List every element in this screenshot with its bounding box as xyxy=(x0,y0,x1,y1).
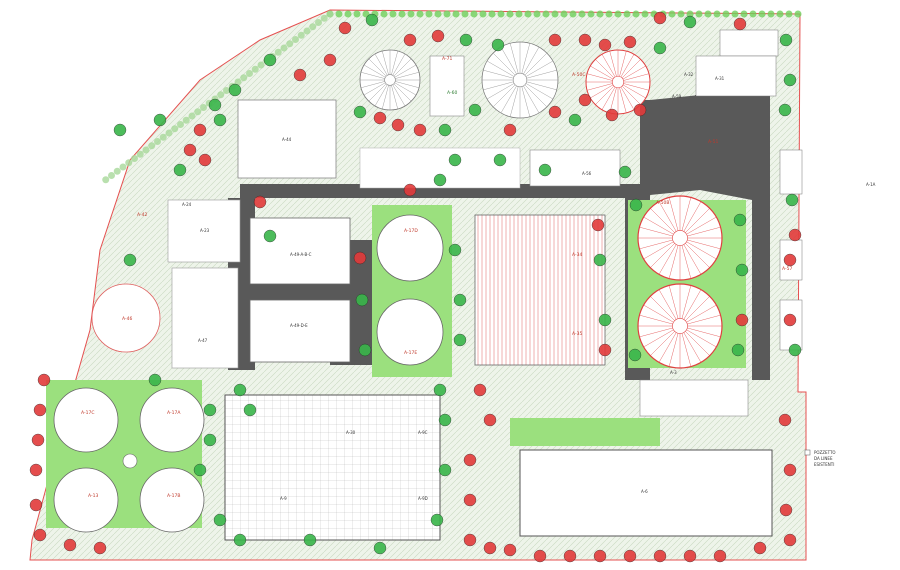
label-a46: A-46 xyxy=(122,316,132,322)
label-a1a: A-1A xyxy=(866,182,876,187)
label-a17a: A-17A xyxy=(167,410,181,416)
label-a6: A-6 xyxy=(641,489,648,494)
label-a9: A-9 xyxy=(280,496,287,501)
label-a49d: A-49-D-E xyxy=(290,323,308,328)
label-a17b: A-17B xyxy=(167,493,180,499)
legend: POZZETTO DA LINEE ESISTENTI xyxy=(804,449,836,467)
label-a17c: A-17C xyxy=(81,410,94,416)
label-a24: A-24 xyxy=(182,202,192,207)
label-a3: A-3 xyxy=(670,370,677,375)
label-a71: A-71 xyxy=(442,56,452,62)
label-a9d: A-9D xyxy=(418,496,428,501)
filters-a9 xyxy=(224,394,441,541)
label-a17d: A-17D xyxy=(404,228,418,234)
label-a57: A-57 xyxy=(782,266,792,272)
legend-line2: DA LINEE xyxy=(814,456,833,461)
label-a44: A-44 xyxy=(282,137,292,142)
tank-a46 xyxy=(91,283,161,353)
label-a17e: A-17E xyxy=(404,350,417,356)
basin-a6 xyxy=(519,449,773,537)
label-a34: A-34 xyxy=(572,252,582,258)
label-a51: A-51 xyxy=(708,139,718,145)
small-structures xyxy=(639,29,803,417)
label-a56: A-56 xyxy=(582,171,592,176)
paved-areas xyxy=(167,55,621,369)
legend-line3: ESISTENTI xyxy=(814,462,834,467)
label-a50b: A-50B xyxy=(656,200,669,206)
trees xyxy=(29,11,802,563)
label-a60: A-60 xyxy=(447,90,457,96)
label-a49: A-49-A-B-C xyxy=(290,252,312,257)
label-a13: A-13 xyxy=(88,493,98,499)
label-a47: A-47 xyxy=(198,338,208,343)
label-a42: A-42 xyxy=(137,212,147,218)
clarifier-spokes xyxy=(360,42,722,368)
basin-a34 xyxy=(474,214,606,366)
label-a35: A-35 xyxy=(572,331,582,337)
label-a50c: A-50C xyxy=(572,72,585,78)
label-a23: A-23 xyxy=(200,228,210,233)
label-a9c: A-9C xyxy=(418,430,428,435)
labels: A-71 A-60 A-50C A-31 A-32 A-59 A-44 A-51… xyxy=(81,56,876,501)
label-a59: A-59 xyxy=(672,94,682,99)
legend-line1: POZZETTO xyxy=(814,450,836,455)
label-a32: A-32 xyxy=(684,72,694,77)
label-a31: A-31 xyxy=(715,76,725,81)
label-a30: A-30 xyxy=(346,430,356,435)
